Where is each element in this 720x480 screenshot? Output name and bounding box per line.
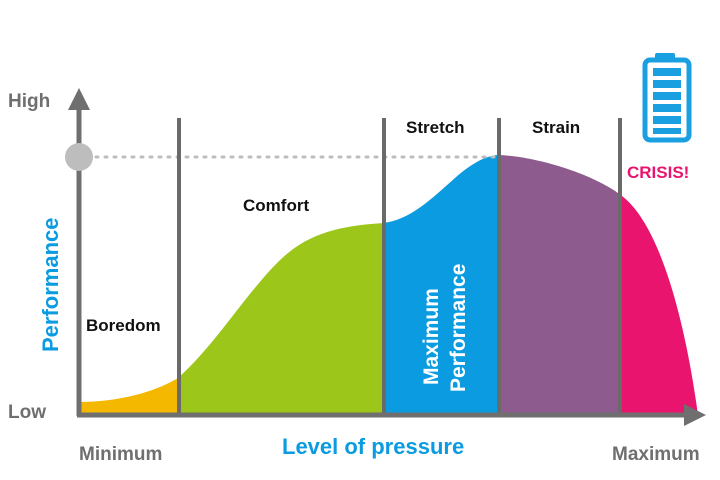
battery-icon <box>642 53 692 143</box>
stretch-zone <box>383 155 499 415</box>
stretch-label: Stretch <box>406 118 465 137</box>
y-axis-title: Performance <box>38 217 63 352</box>
battery-bar-5 <box>653 116 681 124</box>
battery-bar-4 <box>653 104 681 112</box>
x-axis-max-label: Maximum <box>612 444 700 465</box>
peak-marker-icon <box>65 143 93 171</box>
comfort-zone <box>178 223 383 415</box>
y-axis-arrow-icon <box>68 88 90 110</box>
x-axis-title: Level of pressure <box>282 434 464 459</box>
strain-zone <box>499 155 622 415</box>
boredom-zone <box>80 378 178 415</box>
x-axis-min-label: Minimum <box>79 444 162 465</box>
battery-bar-2 <box>653 80 681 88</box>
y-axis-low-label: Low <box>8 402 46 423</box>
boredom-label: Boredom <box>86 316 161 335</box>
battery-bar-1 <box>653 68 681 76</box>
crisis-label: CRISIS! <box>627 163 689 182</box>
strain-label: Strain <box>532 118 580 137</box>
battery-body <box>642 57 692 143</box>
y-axis-high-label: High <box>8 91 50 112</box>
x-axis-arrow-icon <box>684 404 706 426</box>
crisis-zone <box>622 196 698 415</box>
battery-bar-3 <box>653 92 681 100</box>
maximum-performance-line2: Performance <box>447 264 470 392</box>
comfort-label: Comfort <box>243 196 309 215</box>
maximum-performance-line1: Maximum <box>420 288 443 385</box>
battery-bar-6 <box>653 128 681 134</box>
